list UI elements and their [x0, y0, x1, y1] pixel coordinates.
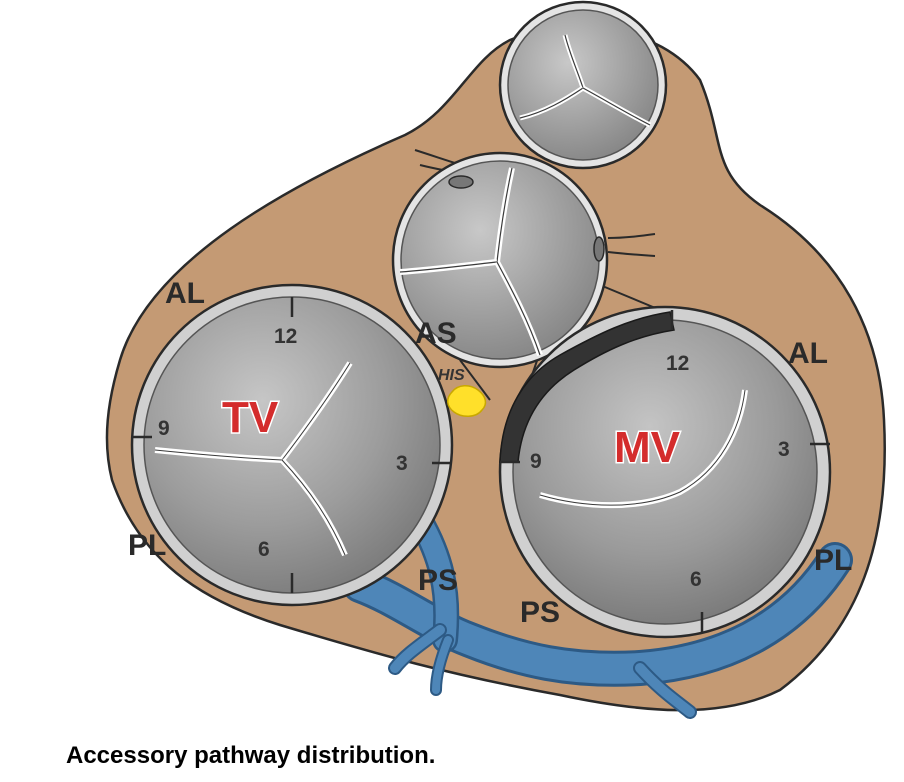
label-his: HIS — [438, 367, 465, 384]
label-al-left: AL — [165, 277, 205, 310]
his-bundle — [447, 385, 487, 417]
tricuspid-valve — [130, 283, 454, 607]
coronary-sinus — [342, 507, 853, 719]
aortic-valve — [391, 151, 609, 369]
tv-clock-12: 12 — [274, 325, 297, 348]
figure-caption: Accessory pathway distribution. — [66, 742, 436, 769]
pulmonary-valve — [498, 0, 668, 170]
tricuspid-label: TV — [222, 393, 279, 442]
label-ps-right: PS — [520, 596, 560, 629]
tv-clock-3: 3 — [396, 452, 408, 475]
valve-diagram: TV MV 12 3 6 9 12 3 6 9 AL AL PL PL AS H… — [105, 0, 886, 719]
label-pl-right: PL — [814, 544, 852, 577]
mv-clock-9: 9 — [530, 450, 542, 473]
tv-clock-6: 6 — [258, 538, 270, 561]
mv-clock-3: 3 — [778, 438, 790, 461]
mitral-label: MV — [614, 423, 681, 472]
mitral-valve — [498, 305, 832, 639]
label-as: AS — [415, 317, 457, 350]
mv-clock-6: 6 — [690, 568, 702, 591]
label-al-right: AL — [788, 337, 828, 370]
label-ps-left: PS — [418, 564, 458, 597]
mv-clock-12: 12 — [666, 352, 689, 375]
label-pl-left: PL — [128, 529, 166, 562]
tv-clock-9: 9 — [158, 417, 170, 440]
